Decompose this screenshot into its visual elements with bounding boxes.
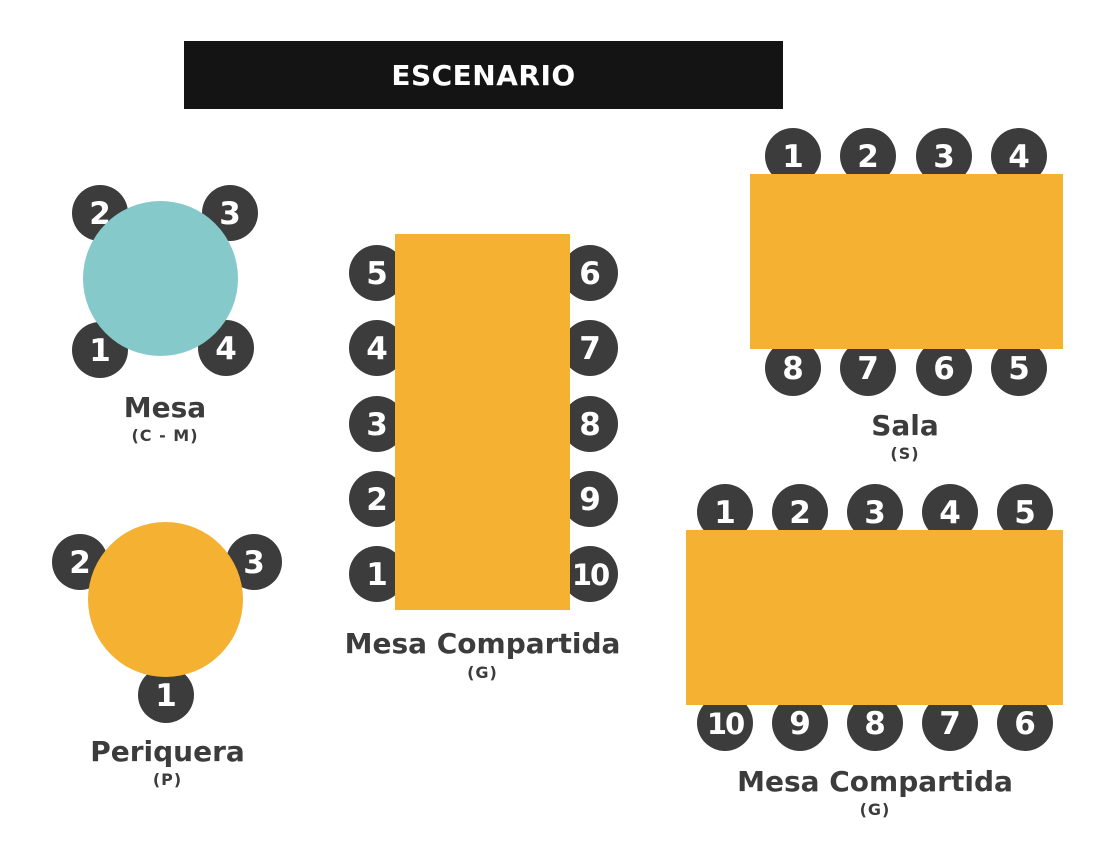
- seat-3: 3: [226, 534, 282, 590]
- compartida-vertical-code: (G): [467, 663, 498, 682]
- seat-9: 9: [562, 471, 618, 527]
- seat-7: 7: [562, 320, 618, 376]
- periquera-code: (P): [152, 770, 183, 789]
- stage-label: ESCENARIO: [391, 58, 576, 92]
- seat-8: 8: [562, 396, 618, 452]
- seat-10: 10: [562, 546, 618, 602]
- compartida-vertical-title: Mesa Compartida: [344, 627, 621, 660]
- sala-table: [750, 174, 1063, 349]
- seat-5: 5: [991, 340, 1047, 396]
- seat-6: 6: [562, 245, 618, 301]
- mesa-cm-code: (C - M): [131, 426, 199, 445]
- round-table-teal: [83, 201, 238, 356]
- seat-4: 4: [198, 320, 254, 376]
- compartida-horizontal-code: (G): [859, 800, 891, 819]
- long-table-vertical: [395, 234, 570, 610]
- seat-7: 7: [840, 340, 896, 396]
- long-table-horizontal: [686, 530, 1063, 705]
- round-table-orange: [88, 522, 243, 677]
- seat-8: 8: [765, 340, 821, 396]
- seat-1: 1: [72, 322, 128, 378]
- periquera-title: Periquera: [90, 735, 245, 768]
- seat-6: 6: [916, 340, 972, 396]
- mesa-cm-title: Mesa: [123, 391, 207, 424]
- compartida-horizontal-title: Mesa Compartida: [737, 765, 1013, 798]
- stage-banner: ESCENARIO: [184, 41, 783, 109]
- sala-title: Sala: [871, 409, 939, 442]
- sala-code: (S): [890, 444, 920, 463]
